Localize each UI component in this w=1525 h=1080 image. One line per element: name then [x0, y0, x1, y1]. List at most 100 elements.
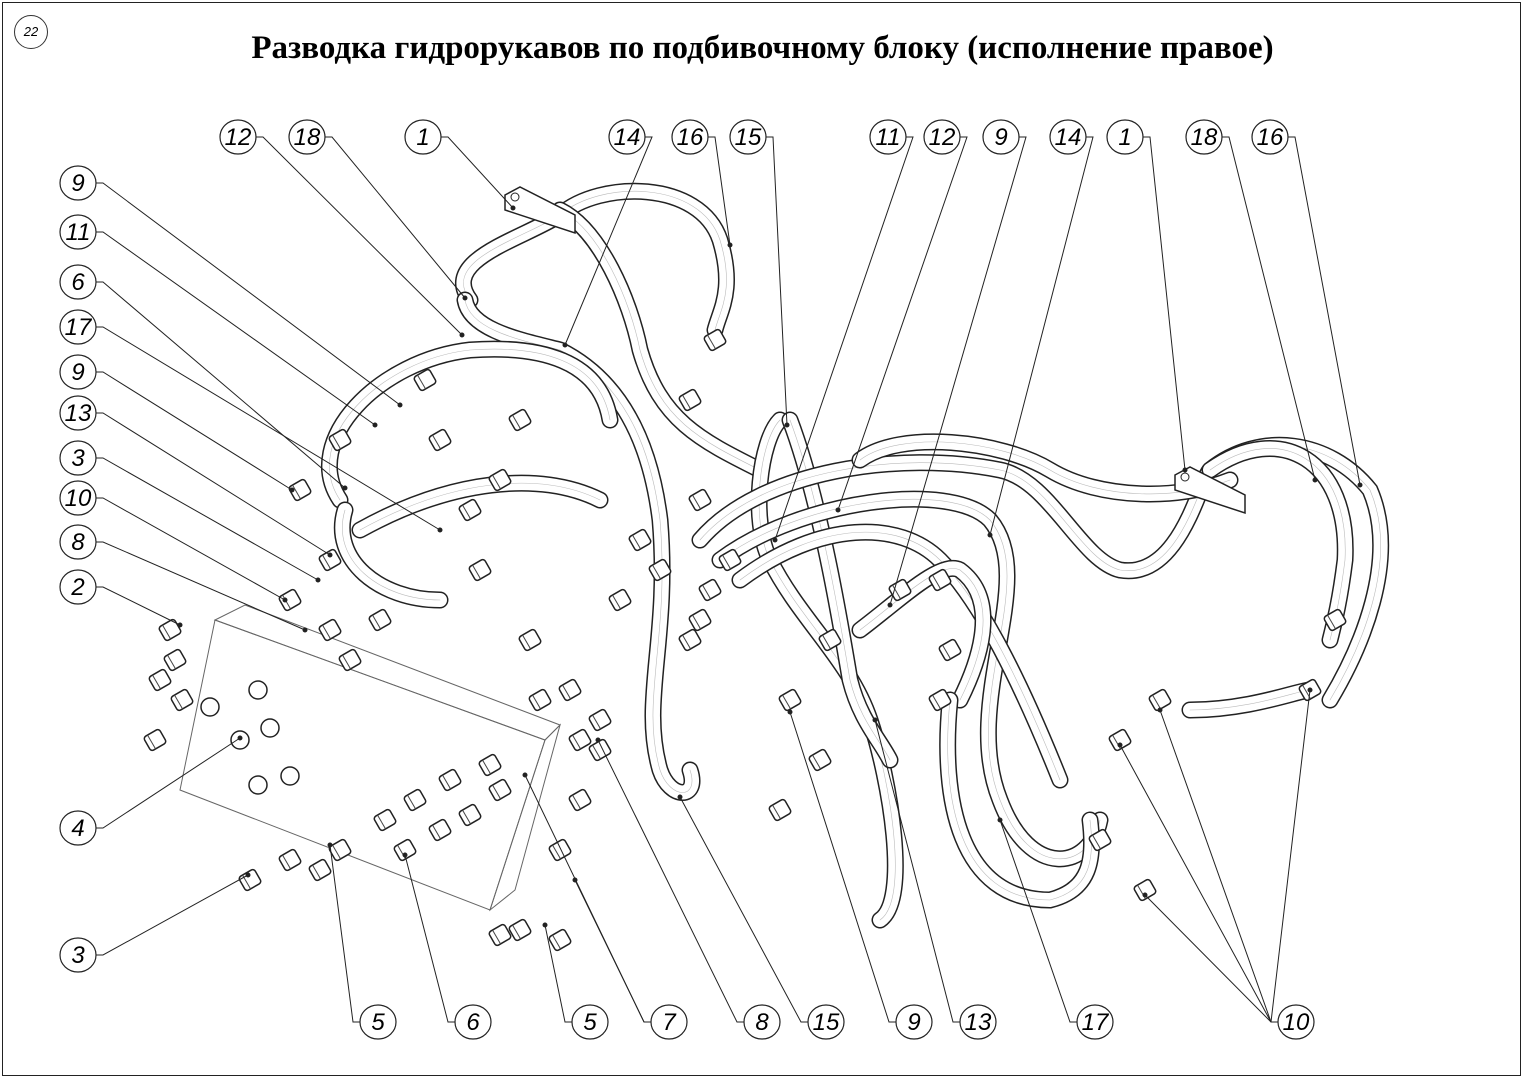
hydraulic-hose	[333, 501, 449, 609]
hydraulic-fitting	[518, 628, 542, 652]
callout-number: 18	[1191, 124, 1218, 151]
callout-balloon: 18	[288, 119, 326, 155]
page-number: 22	[14, 15, 48, 49]
leader-line	[1159, 709, 1278, 1023]
callout-number: 8	[71, 529, 85, 556]
callout-balloon: 5	[359, 1004, 397, 1040]
manifold-block	[179, 604, 561, 912]
hydraulic-hose	[691, 436, 1390, 709]
hydraulic-fitting	[688, 608, 712, 632]
leader-line	[999, 819, 1077, 1023]
leader-dot	[510, 205, 516, 211]
hydraulic-fitting	[778, 688, 802, 712]
callout-number: 12	[225, 124, 252, 151]
callout-balloon: 1	[1106, 119, 1144, 155]
leader-dot	[437, 527, 443, 533]
leader-dot	[282, 597, 288, 603]
hydraulic-fitting	[163, 648, 187, 672]
leader-dot	[727, 242, 733, 248]
leader-dot	[177, 622, 183, 628]
hydraulic-fitting	[568, 788, 592, 812]
leader-dot	[677, 794, 683, 800]
callout-balloon: 5	[571, 1004, 609, 1040]
leader-dot	[459, 332, 465, 338]
leader-line	[404, 854, 455, 1023]
hose-clamp	[504, 186, 576, 235]
hydraulic-fitting	[368, 608, 392, 632]
callout-number: 1	[416, 124, 429, 151]
leader-line	[96, 874, 249, 956]
leader-line	[96, 412, 331, 556]
leader-dot	[1312, 477, 1318, 483]
drawing-title: Разводка гидрорукавов по подбивочному бл…	[251, 30, 1274, 66]
leader-dot	[784, 422, 790, 428]
leader-dot	[237, 735, 243, 741]
hydraulic-fitting	[328, 838, 352, 862]
leader-line	[325, 136, 466, 299]
hydraulic-fitting	[413, 368, 437, 392]
hydraulic-fitting	[508, 918, 532, 942]
leader-line	[1288, 136, 1361, 486]
callout-balloon: 7	[650, 1004, 688, 1040]
leader-dot	[315, 577, 321, 583]
leader-line	[1270, 689, 1311, 1023]
hydraulic-fitting	[308, 858, 332, 882]
leader-dot	[522, 772, 528, 778]
hose-clamp	[1174, 466, 1246, 515]
leader-line	[441, 136, 514, 209]
leader-dot	[402, 852, 408, 858]
hydraulic-fitting	[488, 778, 512, 802]
leader-line	[96, 281, 346, 489]
leader-dot	[342, 485, 348, 491]
hydraulic-fitting	[938, 638, 962, 662]
leader-line	[1144, 894, 1278, 1023]
leader-lines	[96, 136, 1363, 1023]
hydraulic-fitting	[678, 388, 702, 412]
hydraulic-fitting	[818, 628, 842, 652]
hydraulic-hose	[320, 340, 619, 509]
callout-number: 11	[66, 219, 91, 246]
hydraulic-hose	[455, 182, 735, 339]
callout-number: 3	[71, 942, 85, 969]
leader-line	[256, 136, 463, 336]
hydraulic-fitting	[718, 548, 742, 572]
hydraulic-fitting	[703, 328, 727, 352]
hydraulic-fitting	[403, 788, 427, 812]
leader-line	[329, 844, 360, 1023]
hydraulic-fitting	[318, 618, 342, 642]
leader-line	[766, 136, 788, 426]
leader-line	[96, 497, 286, 601]
hydraulic-fitting	[278, 848, 302, 872]
callout-number: 16	[677, 124, 704, 151]
hydraulic-fitting	[318, 548, 342, 572]
leader-dot	[302, 627, 308, 633]
leader-line	[524, 774, 651, 1023]
hydraulic-fitting	[528, 688, 552, 712]
leader-dot	[397, 402, 403, 408]
leader-dot	[289, 487, 295, 493]
hydraulic-fitting	[588, 708, 612, 732]
hydraulic-fitting	[278, 588, 302, 612]
leader-line	[96, 737, 241, 829]
leader-line	[708, 136, 731, 246]
leader-line	[597, 739, 744, 1023]
callout-balloon: 16	[671, 119, 709, 155]
callout-balloon: 14	[608, 119, 646, 155]
hydraulic-fitting	[698, 578, 722, 602]
hydraulic-fitting	[558, 678, 582, 702]
hydraulic-fitting	[158, 618, 182, 642]
hydraulic-fitting	[143, 728, 167, 752]
leader-line	[874, 719, 960, 1023]
callout-balloon: 11	[869, 119, 907, 155]
leader-dot	[542, 922, 548, 928]
callout-balloon: 9	[59, 165, 97, 201]
leader-dot	[372, 422, 378, 428]
callout-number: 2	[70, 574, 84, 601]
hydraulic-fitting	[808, 748, 832, 772]
leader-line	[789, 711, 896, 1023]
plug-fitting	[200, 697, 220, 717]
leader-dot	[1307, 687, 1313, 693]
leader-line	[1143, 136, 1186, 471]
